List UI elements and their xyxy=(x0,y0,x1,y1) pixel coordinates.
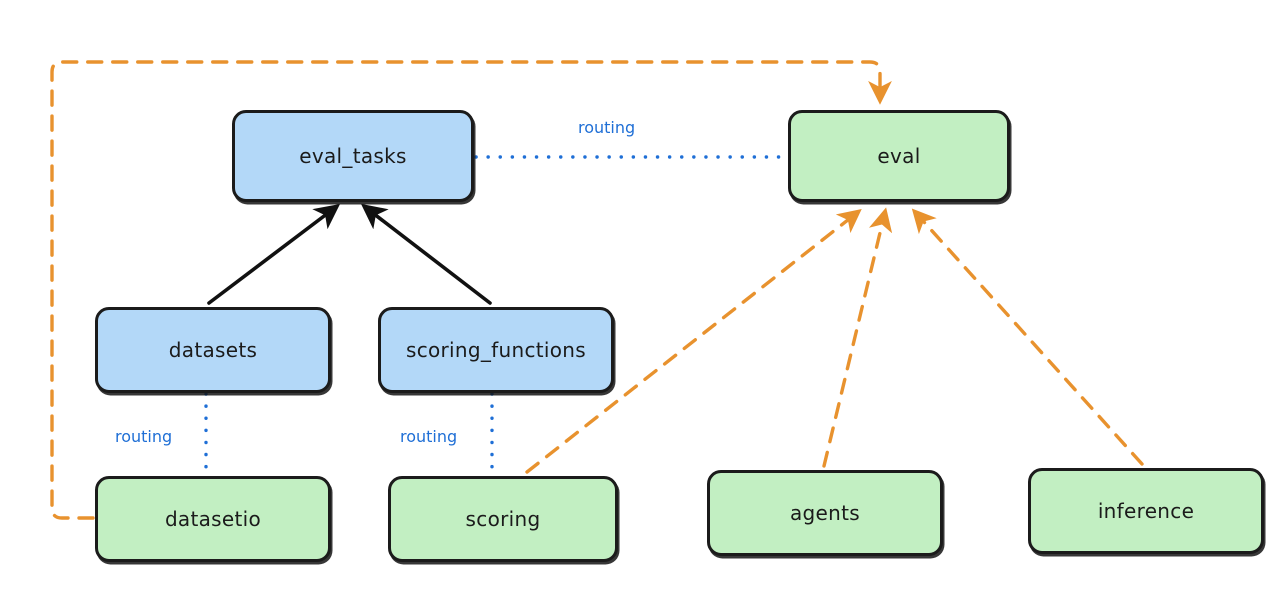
node-datasets[interactable]: datasets xyxy=(95,307,331,393)
node-label-scoring_functions: scoring_functions xyxy=(405,338,587,362)
node-agents[interactable]: agents xyxy=(707,470,943,556)
node-label-scoring: scoring xyxy=(465,507,541,531)
node-eval_tasks[interactable]: eval_tasks xyxy=(232,110,474,202)
node-datasetio[interactable]: datasetio xyxy=(95,476,331,562)
node-scoring[interactable]: scoring xyxy=(388,476,618,562)
node-label-eval: eval xyxy=(877,144,921,168)
edge-label-routing-scoring: routing xyxy=(400,427,458,446)
node-label-agents: agents xyxy=(790,501,860,525)
node-scoring_functions[interactable]: scoring_functions xyxy=(378,307,614,393)
edge-inference-eval xyxy=(911,208,1144,466)
node-eval[interactable]: eval xyxy=(788,110,1010,202)
node-label-inference: inference xyxy=(1097,499,1195,523)
edge-agents-eval xyxy=(822,207,893,468)
node-label-datasets: datasets xyxy=(168,338,258,362)
node-label-eval_tasks: eval_tasks xyxy=(299,144,407,168)
edge-label-routing-eval: routing xyxy=(578,118,636,137)
edge-scoring_functions-eval_tasks xyxy=(361,203,492,305)
edge-datasetio-eval xyxy=(50,60,892,520)
edge-datasets-eval_tasks xyxy=(207,203,341,305)
node-label-datasetio: datasetio xyxy=(164,507,262,531)
node-inference[interactable]: inference xyxy=(1028,468,1264,554)
edge-scoring-eval xyxy=(525,209,862,474)
edge-label-routing-datasetio: routing xyxy=(115,427,173,446)
